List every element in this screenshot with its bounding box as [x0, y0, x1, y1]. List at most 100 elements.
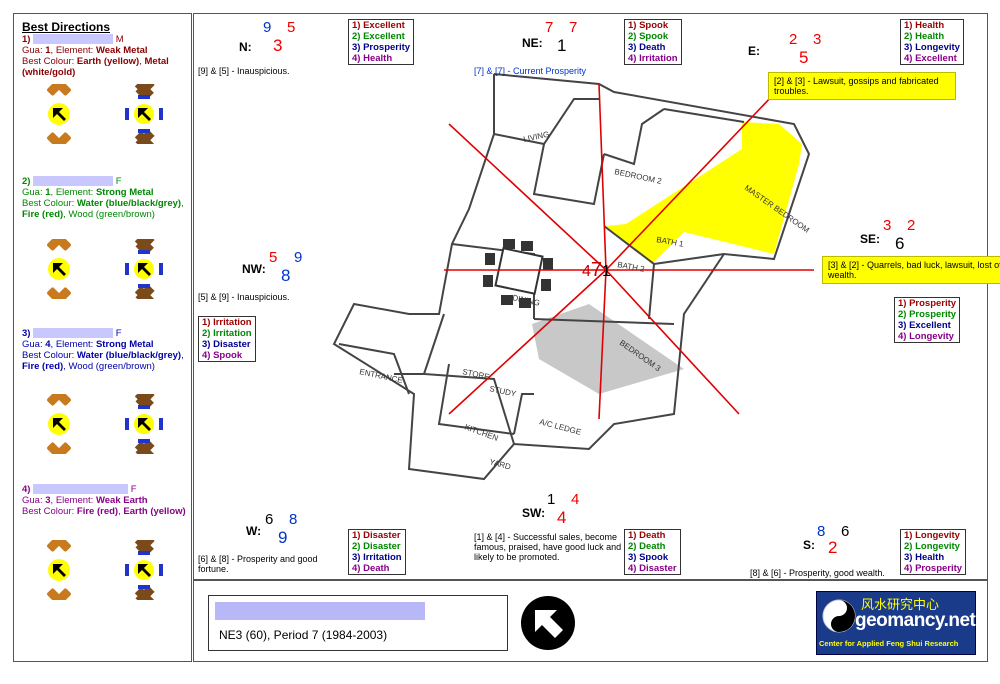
person-gender: M	[115, 34, 124, 45]
aspiration-item: 2) Irritation	[202, 328, 252, 339]
redacted-name	[33, 484, 129, 495]
mountain-star: 3	[883, 217, 892, 234]
aspiration-item: 2) Longevity	[904, 541, 960, 552]
colour-label: Best Colour:	[22, 198, 77, 209]
direction-label: E:	[748, 44, 761, 58]
base-star: 5	[799, 48, 809, 67]
aspiration-item: 4) Irritation	[628, 53, 678, 64]
person-gender: F	[115, 328, 122, 339]
element-value: Strong Metal	[95, 187, 154, 198]
base-star: 8	[281, 266, 291, 285]
logo-name: geomancy.net	[855, 610, 976, 631]
mountain-star: 1	[547, 491, 556, 508]
floor-plan-walls	[332, 73, 811, 481]
base-star: 4	[557, 508, 567, 527]
sector-line	[448, 123, 607, 271]
direction-label: SE:	[860, 232, 881, 246]
gua-label: Gua:	[22, 495, 46, 506]
colour-part: ,	[181, 350, 184, 361]
colour-label: Best Colour:	[22, 56, 77, 67]
direction-icon-pair	[47, 78, 163, 151]
colour-part: Earth (yellow)	[123, 506, 186, 517]
gua-number: 1	[45, 45, 51, 56]
star-combination-note: [9] & [5] - Inauspicious.	[198, 66, 290, 76]
compass-icons	[24, 233, 184, 306]
sector-line	[448, 269, 607, 415]
star-combination-note: [3] & [2] - Quarrels, bad luck, lawsuit,…	[822, 256, 1000, 284]
mountain-star: 6	[265, 511, 274, 528]
base-star: 6	[895, 234, 905, 253]
element-value: Weak Metal	[95, 45, 148, 56]
aspiration-item: 3) Health	[904, 552, 945, 563]
element-label: , Element:	[50, 339, 96, 350]
aspiration-item: 3) Spook	[628, 552, 669, 563]
room-label: BATH 2	[617, 260, 646, 274]
redacted-name	[33, 176, 114, 187]
aspiration-item: 4) Spook	[202, 350, 243, 361]
redacted-address	[215, 602, 425, 620]
master-bedroom-highlight	[606, 122, 802, 264]
aspiration-item: 3) Prosperity	[352, 42, 411, 53]
star-combination-note: [8] & [6] - Prosperity, good wealth.	[750, 568, 885, 578]
star-combination-note: [7] & [7] - Current Prosperity	[474, 66, 587, 76]
star-combination-note: [6] & [8] - Prosperity and good fortune.	[198, 554, 318, 574]
bedroom3-shade	[532, 304, 684, 394]
base-star: 9	[278, 528, 288, 547]
room-label: KITCHEN	[463, 422, 499, 443]
colour-part: Fire (red)	[22, 209, 64, 220]
aspiration-item: 1) Death	[628, 530, 666, 541]
colour-part: , Wood (green/brown)	[63, 209, 155, 220]
direction-label: NW:	[242, 262, 266, 276]
aspiration-item: 1) Health	[904, 20, 945, 31]
water-star: 2	[907, 217, 916, 234]
metal-compass-icon	[125, 233, 163, 306]
footer-panel: NE3 (60), Period 7 (1984-2003) 风水研究中心 ge…	[193, 580, 988, 662]
facing-period-text: NE3 (60), Period 7 (1984-2003)	[219, 628, 388, 642]
room-label: BEDROOM 2	[614, 167, 663, 186]
water-star: 4	[571, 491, 580, 508]
geomancy-logo[interactable]: 风水研究中心 geomancy.net Center for Applied F…	[816, 591, 976, 655]
element-value: Weak Earth	[95, 495, 148, 506]
compass-icons	[24, 534, 184, 607]
aspiration-item: 4) Death	[352, 563, 390, 574]
colour-label: Best Colour:	[22, 506, 77, 517]
center-star-right: 1	[602, 263, 611, 280]
dining-table	[483, 239, 553, 308]
aspiration-item: 2) Spook	[628, 31, 669, 42]
person-number: 1)	[22, 34, 31, 45]
gua-label: Gua:	[22, 45, 46, 56]
colour-part: Water (blue/black/grey)	[76, 198, 182, 209]
sidebar-title: Best Directions	[22, 20, 111, 34]
water-star: 7	[569, 19, 578, 36]
sector-line	[598, 269, 607, 420]
colour-part: Fire (red)	[22, 361, 64, 372]
compass-icons	[24, 388, 184, 461]
direction-icon-pair	[47, 388, 163, 461]
direction-label: SW:	[522, 506, 546, 520]
base-star: 3	[273, 36, 283, 55]
aspiration-item: 1) Irritation	[202, 317, 252, 328]
star-combination-note: [1] & [4] - Successful sales, become fam…	[474, 532, 622, 562]
colour-part: Fire (red)	[76, 506, 119, 517]
person-gender: F	[115, 176, 122, 187]
aspiration-item: 4) Longevity	[898, 331, 954, 342]
mountain-star: 2	[789, 31, 798, 48]
direction-label: W:	[246, 524, 262, 538]
aspiration-item: 4) Disaster	[628, 563, 677, 574]
aspiration-item: 1) Longevity	[904, 530, 960, 541]
direction-label: NE:	[522, 36, 543, 50]
element-label: , Element:	[50, 45, 96, 56]
colour-part: Water (blue/black/grey)	[76, 350, 182, 361]
water-star: 6	[841, 523, 850, 540]
element-label: , Element:	[50, 187, 96, 198]
metal-compass-icon	[125, 78, 163, 151]
logo-tagline: Center for Applied Feng Shui Research	[819, 639, 959, 648]
colour-part: , Wood (green/brown)	[63, 361, 155, 372]
room-label: ENTRANCE	[359, 367, 404, 385]
